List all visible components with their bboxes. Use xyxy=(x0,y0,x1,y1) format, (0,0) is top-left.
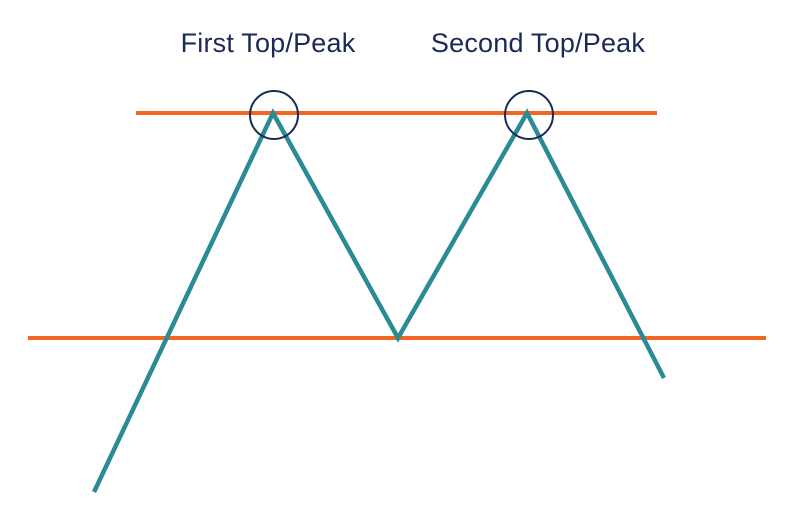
price-line xyxy=(91,108,666,493)
first-peak-circle xyxy=(249,90,299,140)
second-peak-label: Second Top/Peak xyxy=(430,28,646,58)
second-peak-circle xyxy=(504,90,554,140)
first-peak-label: First Top/Peak xyxy=(180,28,356,58)
